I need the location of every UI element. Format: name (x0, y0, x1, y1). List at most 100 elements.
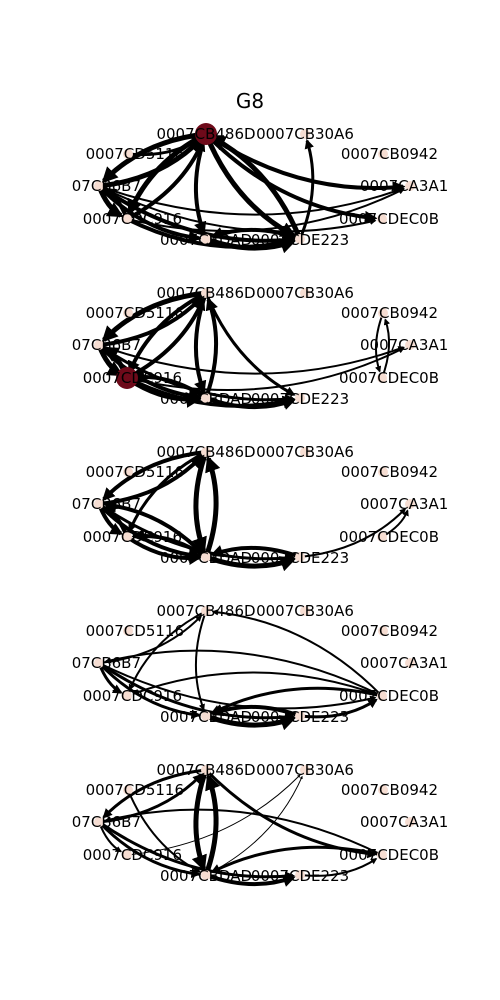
edge-0007CB6B7-to-0007CDE223 (98, 820, 295, 882)
node-0007CB486D (201, 765, 211, 775)
node-label-0007CDEC0B: 0007CDEC0B (339, 210, 439, 228)
edge-0007CDEC0B-to-0007CB486D (211, 609, 383, 697)
edge-0007CB486D-to-0007CDE223 (204, 292, 296, 396)
node-0007CB0942 (378, 149, 388, 159)
node-label-0007CD5116: 0007CD5116 (86, 304, 184, 322)
edge-0007CB6B7-to-0007CBDAD (97, 502, 202, 562)
node-0007CDEC0B (377, 691, 387, 701)
node-0007CB30A6 (300, 288, 310, 298)
edge-0007CDC916-to-0007CDE223 (126, 217, 296, 250)
node-label-0007CB6B7: 07CB6B7 (72, 495, 141, 513)
node-0007CDE223 (295, 870, 305, 880)
edge-0007CB0942-to-0007CDEC0B (375, 312, 384, 373)
edge-0007CB486D-to-0007CB6B7 (102, 768, 207, 819)
node-label-0007CDE223: 0007CDE223 (251, 867, 349, 885)
node-label-0007CB6B7: 07CB6B7 (72, 336, 141, 354)
node-0007CDC916 (116, 367, 138, 389)
edge-0007CDE223-to-0007CDEC0B (299, 698, 378, 719)
node-0007CB6B7 (94, 181, 104, 191)
node-label-0007CA3A1: 0007CA3A1 (360, 177, 448, 195)
node-0007CDE223 (295, 393, 305, 403)
node-label-0007CBDAD: 0007CBDAD (160, 867, 252, 885)
edge-0007CB6B7-to-0007CBDAD (97, 184, 202, 244)
node-0007CBDAD (201, 870, 211, 880)
node-0007CB0942 (378, 467, 388, 477)
node-label-0007CDE223: 0007CDE223 (251, 390, 349, 408)
node-label-0007CDE223: 0007CDE223 (251, 549, 349, 567)
node-label-0007CDEC0B: 0007CDEC0B (339, 846, 439, 864)
edge-0007CDEC0B-to-0007CB6B7 (104, 808, 383, 856)
edge-0007CDEC0B-to-0007CBDAD (210, 845, 383, 874)
edge-0007CB486D-to-0007CB6B7 (102, 450, 207, 501)
edge-0007CB486D-to-0007CA3A1 (204, 132, 406, 195)
edge-0007CB6B7-to-0007CA3A1 (98, 344, 405, 375)
chart-title: G8 (235, 89, 265, 113)
node-0007CDC916 (122, 532, 132, 542)
node-label-0007CDC916: 0007CDC916 (83, 369, 182, 387)
node-0007CB486D (201, 606, 211, 616)
edge-0007CB6B7-to-0007CBDAD (97, 820, 201, 879)
edge-0007CDE223-to-0007CDEC0B (299, 858, 378, 877)
node-label-0007CDEC0B: 0007CDEC0B (339, 528, 439, 546)
node-0007CD5116 (123, 149, 133, 159)
edge-0007CDC916-to-0007CA3A1 (126, 188, 405, 232)
node-label-0007CB0942: 0007CB0942 (341, 463, 438, 481)
edge-0007CB486D-to-0007CB6B7 (101, 290, 207, 343)
node-0007CDEC0B (377, 214, 387, 224)
node-label-0007CB486D: 0007CB486D (156, 443, 255, 461)
edge-0007CB6B7-to-0007CA3A1 (98, 185, 405, 216)
node-label-0007CD5116: 0007CD5116 (86, 145, 184, 163)
node-label-0007CA3A1: 0007CA3A1 (360, 336, 448, 354)
node-0007CDE223 (295, 711, 305, 721)
node-0007CDEC0B (377, 373, 387, 383)
edge-0007CB6B7-to-0007CDE223 (98, 661, 295, 723)
node-0007CA3A1 (405, 817, 415, 827)
node-label-0007CB30A6: 0007CB30A6 (256, 125, 354, 143)
edge-0007CBDAD-to-0007CB30A6 (205, 775, 303, 876)
edge-0007CB486D-to-0007CBDAD (191, 769, 209, 872)
edge-0007CDC916-to-0007CDE223 (126, 376, 296, 409)
edge-0007CB6B7-to-0007CDE223 (98, 343, 295, 405)
node-label-0007CA3A1: 0007CA3A1 (360, 654, 448, 672)
edge-0007CBDAD-to-0007CB486D (203, 773, 221, 876)
node-label-0007CB6B7: 07CB6B7 (72, 654, 141, 672)
node-0007CDC916 (122, 850, 132, 860)
node-0007CB30A6 (300, 765, 310, 775)
edge-0007CBDAD-to-0007CB486D (204, 297, 219, 399)
edge-0007CBDAD-to-0007CB486D (203, 455, 221, 558)
edge-0007CB486D-to-0007CDEC0B (204, 132, 378, 224)
node-0007CB0942 (378, 308, 388, 318)
node-label-0007CDC916: 0007CDC916 (83, 846, 182, 864)
node-label-0007CB0942: 0007CB0942 (341, 145, 438, 163)
node-0007CBDAD (201, 234, 211, 244)
edge-0007CBDAD-to-0007CDE223 (205, 713, 297, 731)
node-label-0007CDE223: 0007CDE223 (251, 708, 349, 726)
edge-0007CBDAD-to-0007CDE223 (205, 873, 296, 887)
node-label-0007CA3A1: 0007CA3A1 (360, 813, 448, 831)
edge-0007CB486D-to-0007CB6B7 (101, 131, 207, 184)
node-label-0007CD5116: 0007CD5116 (86, 781, 184, 799)
edge-0007CD5116-to-0007CB486D (127, 136, 202, 157)
node-0007CA3A1 (405, 658, 415, 668)
edge-0007CB486D-to-0007CBDAD (193, 292, 208, 394)
edge-0007CDC916-to-0007CA3A1 (126, 347, 405, 391)
node-0007CB30A6 (300, 447, 310, 457)
node-0007CA3A1 (405, 499, 415, 509)
edge-0007CB486D-to-0007CBDAD (191, 451, 209, 554)
edge-0007CDEC0B-to-0007CB0942 (381, 318, 390, 379)
edge-0007CDE223-to-0007CB30A6 (298, 138, 315, 240)
node-0007CB0942 (378, 785, 388, 795)
node-label-0007CBDAD: 0007CBDAD (160, 549, 252, 567)
node-label-0007CB30A6: 0007CB30A6 (256, 284, 354, 302)
node-0007CB30A6 (300, 606, 310, 616)
node-label-0007CA3A1: 0007CA3A1 (360, 495, 448, 513)
node-0007CDC916 (122, 214, 132, 224)
node-label-0007CBDAD: 0007CBDAD (160, 231, 252, 249)
edge-0007CB6B7-to-0007CDEC0B (98, 662, 377, 710)
node-label-0007CB0942: 0007CB0942 (341, 781, 438, 799)
